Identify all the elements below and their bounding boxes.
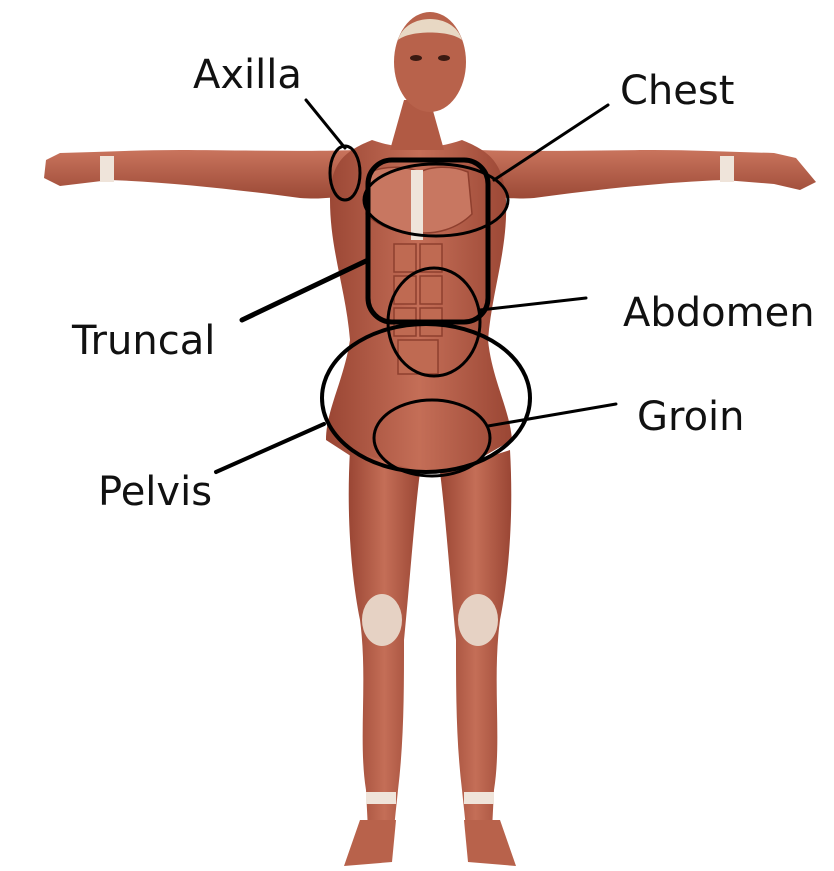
label-axilla: Axilla [193,52,302,98]
axilla-leader [306,100,345,148]
label-groin: Groin [637,394,745,440]
right-eye [438,55,450,61]
left-foot [344,820,396,866]
left-eye [410,55,422,61]
left-arm [44,150,362,199]
right-foot [464,820,516,866]
right-ankle-band [464,792,494,804]
right-knee [458,594,498,646]
right-wrist-band [720,156,734,182]
left-ankle-band [366,792,396,804]
left-wrist-band [100,156,114,182]
sternum [411,170,423,240]
abdomen-leader [480,298,586,310]
left-knee [362,594,402,646]
label-chest: Chest [620,68,734,114]
label-truncal: Truncal [71,318,215,364]
pelvis-leader [216,424,324,472]
right-arm [472,150,816,199]
label-abdomen: Abdomen [623,290,815,336]
label-pelvis: Pelvis [98,469,212,515]
